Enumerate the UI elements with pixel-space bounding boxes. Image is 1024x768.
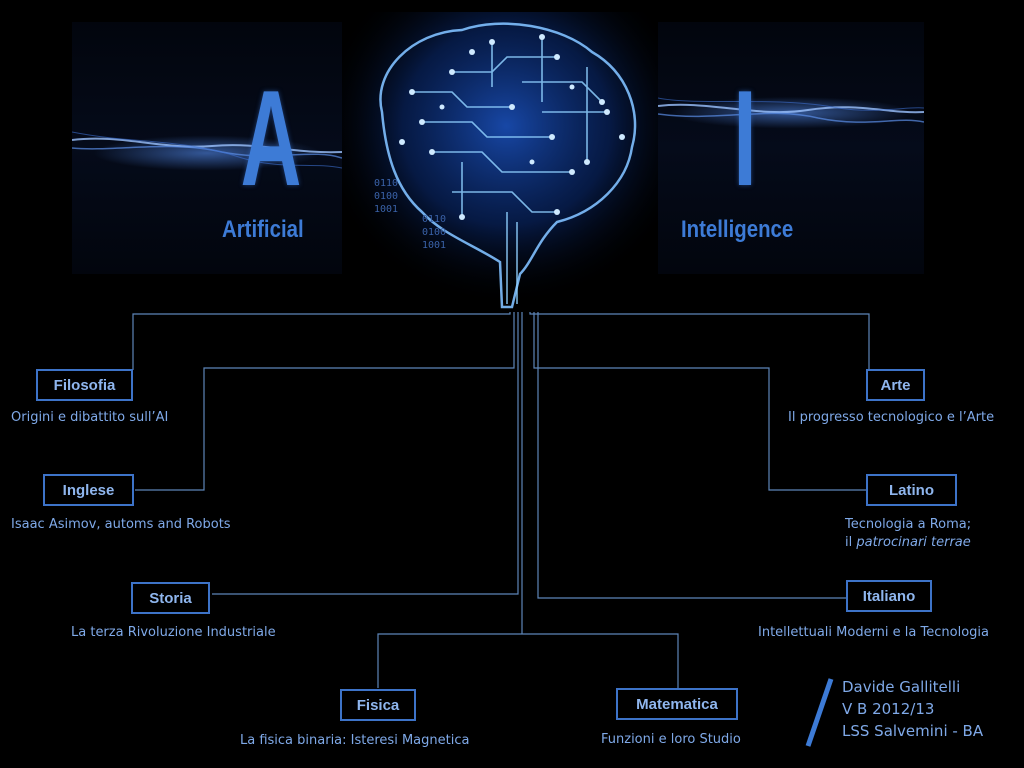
author-slash (808, 679, 831, 746)
node-matematica[interactable]: Matematica (616, 688, 738, 720)
desc-latino-prefix: il (845, 535, 856, 550)
node-latino[interactable]: Latino (866, 474, 957, 506)
node-filosofia[interactable]: Filosofia (36, 369, 133, 401)
line-latino (534, 312, 866, 490)
line-italiano (538, 312, 847, 598)
node-arte[interactable]: Arte (866, 369, 925, 401)
desc-filosofia: Origini e dibattito sull’AI (11, 409, 168, 427)
desc-italiano: Intellettuali Moderni e la Tecnologia (758, 624, 989, 642)
author-name: Davide Gallitelli (842, 677, 983, 699)
desc-latino: Tecnologia a Roma; il patrocinari terrae (845, 516, 971, 552)
line-filosofia (133, 312, 510, 370)
node-inglese[interactable]: Inglese (43, 474, 134, 506)
desc-arte: Il progresso tecnologico e l’Arte (788, 409, 994, 427)
author-class: V B 2012/13 (842, 699, 983, 721)
desc-storia: La terza Rivoluzione Industriale (71, 624, 276, 642)
desc-inglese: Isaac Asimov, automs and Robots (11, 516, 231, 534)
node-italiano[interactable]: Italiano (846, 580, 932, 612)
author-school: LSS Salvemini - BA (842, 721, 983, 743)
line-inglese (135, 312, 514, 490)
desc-matematica: Funzioni e loro Studio (601, 731, 741, 749)
line-arte (530, 312, 869, 370)
node-fisica[interactable]: Fisica (340, 689, 416, 721)
line-bottom-branch (378, 634, 678, 688)
desc-latino-line2: il patrocinari terrae (845, 534, 971, 552)
line-storia (212, 312, 518, 594)
desc-latino-line1: Tecnologia a Roma; (845, 516, 971, 534)
desc-latino-italic: patrocinari terrae (856, 535, 970, 550)
author-info: Davide Gallitelli V B 2012/13 LSS Salvem… (842, 677, 983, 742)
desc-fisica: La fisica binaria: Isteresi Magnetica (240, 732, 469, 750)
node-storia[interactable]: Storia (131, 582, 210, 614)
